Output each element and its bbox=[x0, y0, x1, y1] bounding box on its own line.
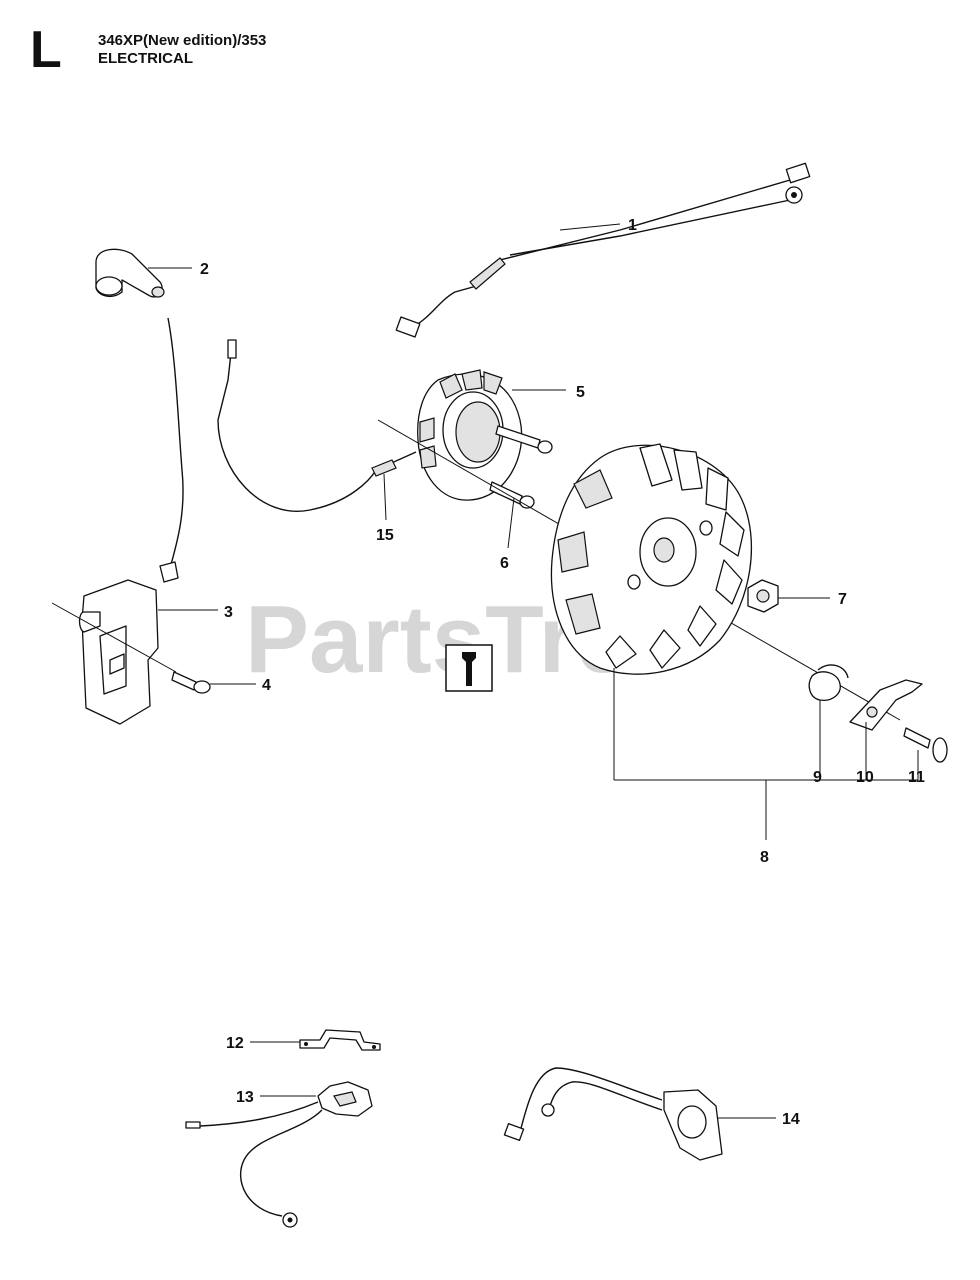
pin-part[interactable] bbox=[903, 727, 948, 763]
callout-8: 8 bbox=[760, 849, 769, 866]
pawl-part[interactable] bbox=[849, 679, 923, 731]
spring-part[interactable] bbox=[808, 664, 849, 701]
wire-harness-part[interactable] bbox=[395, 162, 811, 338]
callout-4: 4 bbox=[262, 677, 271, 694]
callout-2: 2 bbox=[200, 261, 209, 278]
callout-3: 3 bbox=[224, 604, 233, 621]
callout-12: 12 bbox=[226, 1035, 244, 1052]
leader-lines bbox=[148, 223, 919, 1119]
callout-14: 14 bbox=[782, 1111, 800, 1128]
cable-part[interactable] bbox=[217, 339, 417, 512]
callout-7: 7 bbox=[838, 591, 847, 608]
flywheel-nut-part[interactable] bbox=[747, 579, 779, 613]
ignition-module-part[interactable] bbox=[78, 317, 184, 725]
callout-labels: 1 2 3 4 5 6 7 8 9 10 11 12 13 14 15 bbox=[200, 217, 925, 1128]
callout-10: 10 bbox=[856, 769, 874, 786]
callout-13: 13 bbox=[236, 1089, 254, 1106]
callout-6: 6 bbox=[500, 555, 509, 572]
switch-part[interactable] bbox=[185, 1081, 373, 1228]
callout-1: 1 bbox=[628, 217, 637, 234]
info-wrench-icon bbox=[445, 644, 493, 692]
axis-line-module bbox=[51, 602, 177, 673]
model-title: 346XP(New edition)/353 bbox=[98, 32, 267, 49]
bracket-part[interactable] bbox=[299, 1029, 381, 1051]
spark-plug-cap-part[interactable] bbox=[95, 248, 165, 298]
callout-11: 11 bbox=[908, 769, 925, 786]
callout-5: 5 bbox=[576, 384, 585, 401]
flywheel-part[interactable] bbox=[550, 443, 752, 675]
section-letter: L bbox=[30, 21, 62, 79]
module-screw-part[interactable] bbox=[171, 671, 211, 694]
callout-15: 15 bbox=[376, 527, 394, 544]
callout-9: 9 bbox=[813, 769, 822, 786]
section-title: ELECTRICAL bbox=[98, 50, 193, 67]
stop-switch-part[interactable] bbox=[503, 1067, 723, 1161]
stator-plate-part[interactable] bbox=[417, 369, 523, 501]
